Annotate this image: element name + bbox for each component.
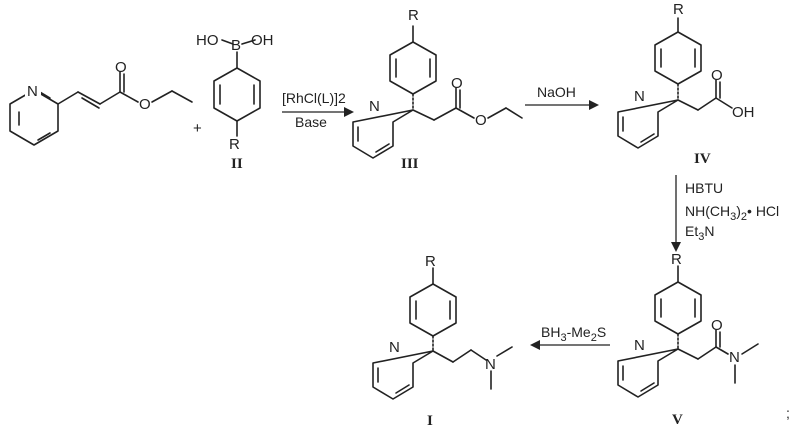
r-substituent-label: R (673, 1, 684, 18)
boron-label: B (231, 37, 241, 54)
compound-III-structure: R N O O III (352, 7, 523, 172)
ester-oxygen-label: O (475, 112, 487, 129)
compound-II-label: II (231, 156, 243, 172)
plus-sign: + (193, 120, 202, 137)
pyridine-nitrogen-label: N (634, 88, 645, 105)
trailing-semicolon: ; (786, 405, 790, 421)
step1-base-label: Base (295, 114, 327, 130)
pyridine-nitrogen-label: N (369, 98, 380, 115)
carbonyl-oxygen-label: O (115, 59, 127, 76)
reaction-arrow-step4 (530, 340, 610, 350)
reaction-arrow-step1 (282, 107, 354, 117)
r-substituent-label: R (408, 7, 419, 24)
pyridine-nitrogen-label: N (389, 339, 400, 356)
step3-base-label: Et3N (685, 223, 714, 243)
pyridine-nitrogen-label: N (27, 83, 38, 100)
step1-catalyst-label: [RhCl(L)]2 (282, 90, 346, 106)
compound-V-label: V (672, 412, 683, 428)
compound-III-label: III (401, 156, 419, 172)
r-substituent-label: R (229, 136, 240, 153)
carbonyl-oxygen-label: O (451, 75, 463, 92)
compound-IV-label: IV (694, 151, 711, 167)
ester-oxygen-label: O (139, 96, 151, 113)
compound-II-structure: HO B OH R II (196, 32, 274, 172)
step2-reagent-label: NaOH (537, 84, 576, 100)
compound-I-structure: R N N I (372, 253, 513, 429)
carbonyl-oxygen-label: O (711, 67, 723, 84)
amide-nitrogen-label: N (729, 349, 740, 366)
acid-hydroxyl-label: OH (732, 104, 755, 121)
step4-reducing-agent-label: BH3-Me2S (541, 324, 606, 344)
carbonyl-oxygen-label: O (711, 317, 723, 334)
pyridine-nitrogen-label: N (634, 337, 645, 354)
ethyl-pyridylacrylate-structure: N O O (9, 59, 193, 146)
compound-IV-structure: R N O OH IV (617, 1, 755, 167)
step3-amine-label: NH(CH3)2• HCl (685, 203, 779, 223)
boronic-hydroxyl-right-label: OH (251, 32, 274, 49)
compound-V-structure: R N O N V (617, 251, 759, 428)
compound-I-label: I (427, 413, 433, 429)
reaction-arrow-step3 (671, 175, 681, 252)
reaction-arrow-step2 (525, 100, 599, 110)
amine-nitrogen-label: N (485, 356, 496, 373)
r-substituent-label: R (425, 253, 436, 270)
step3-coupling-agent-label: HBTU (685, 180, 723, 196)
r-substituent-label: R (671, 251, 682, 268)
boronic-hydroxyl-left-label: HO (196, 32, 219, 49)
